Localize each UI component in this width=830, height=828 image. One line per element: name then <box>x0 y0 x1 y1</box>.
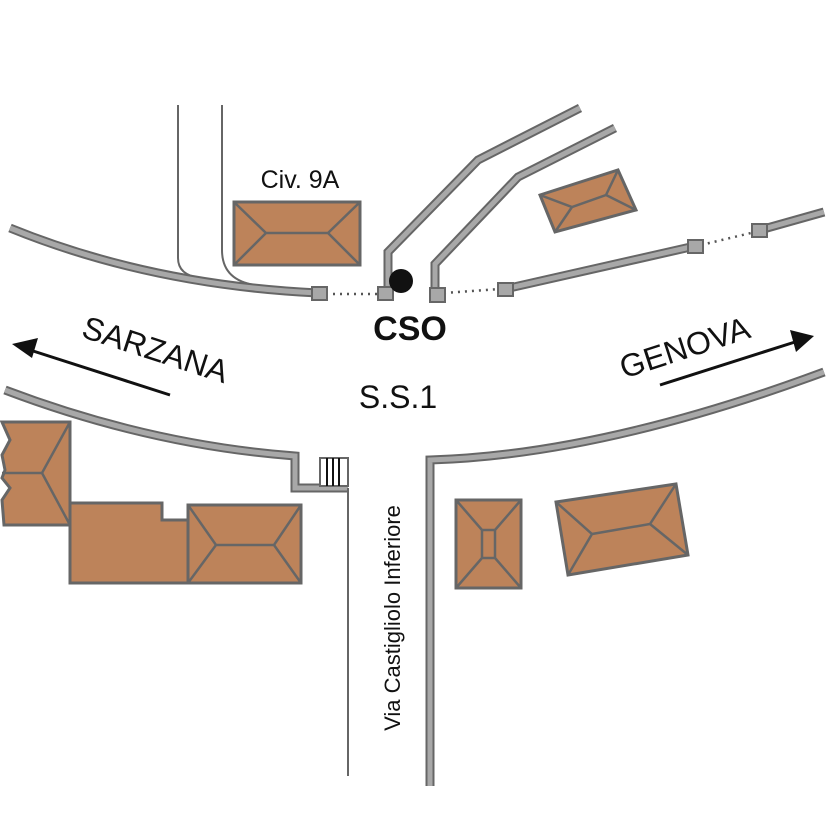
building-west-block <box>68 501 190 585</box>
upper-road-wall <box>8 207 826 298</box>
side-street-east-wall <box>425 367 826 786</box>
building-southeast-small <box>454 498 523 590</box>
building-southeast-large <box>554 482 690 577</box>
label-building-number: Civ. 9A <box>261 166 340 194</box>
building-west-hip <box>186 503 303 585</box>
fence-dotted <box>326 230 756 296</box>
label-side-street: Via Castigliolo Inferiore <box>380 505 405 731</box>
building-west-jagged <box>0 420 72 527</box>
stairs <box>319 457 349 487</box>
lane-line-left <box>177 105 201 279</box>
gate-posts <box>311 223 768 303</box>
lower-left-road-wall <box>3 385 348 493</box>
label-sarzana: SARZANA <box>78 309 233 390</box>
arrow-genova-icon <box>659 330 814 387</box>
label-main-road: S.S.1 <box>359 379 437 415</box>
driveway-walls <box>383 103 618 292</box>
label-cso: CSO <box>373 310 447 348</box>
building-civ-9a <box>232 200 362 267</box>
arrow-sarzana-icon <box>12 338 171 397</box>
cso-marker-dot <box>389 269 413 293</box>
building-northeast <box>538 168 639 234</box>
label-genova: GENOVA <box>615 309 755 385</box>
